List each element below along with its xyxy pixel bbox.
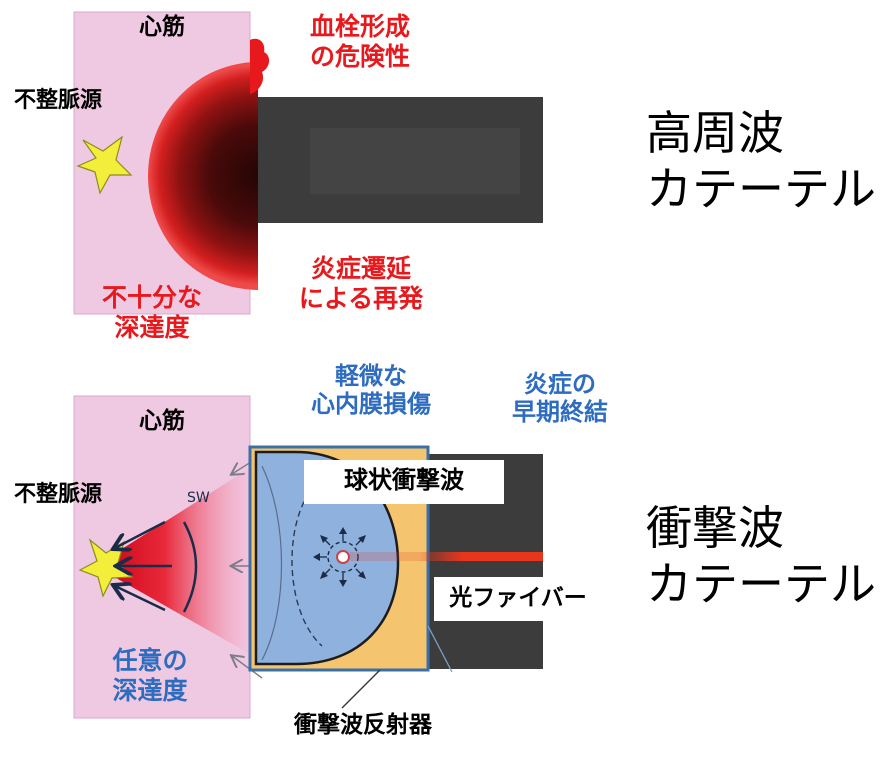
wavefront-arc — [182, 521, 198, 613]
optical-fiber — [350, 552, 543, 561]
converging-arrows — [115, 520, 172, 612]
fiber-label: 光ファイバー — [449, 585, 587, 611]
insufficient-depth-label: 不十分な 深達度 — [92, 283, 212, 342]
recurrence-label: 炎症遷延 による再発 — [286, 254, 436, 313]
early-resolution-line2: 早期終結 — [512, 398, 608, 427]
sw-label: SW — [187, 490, 210, 506]
fiber-leader-line — [427, 625, 453, 673]
thrombus-risk-line2: の危険性 — [309, 41, 410, 71]
sw-catheter-title: 衝撃波 カテーテル — [646, 500, 876, 612]
minor-damage-label: 軽微な 心内膜損傷 — [282, 362, 460, 419]
minor-damage-line1: 軽微な — [335, 362, 407, 390]
minor-damage-line2: 心内膜損傷 — [311, 390, 431, 419]
spherical-wave-label-box — [304, 460, 504, 504]
recurrence-line1: 炎症遷延 — [310, 254, 411, 283]
insufficient-depth-line2: 深達度 — [114, 312, 190, 342]
reflector-leader-line — [341, 669, 381, 709]
rf-catheter-highlight — [310, 128, 520, 194]
thrombus-blob — [250, 38, 270, 94]
sw-catheter-title-line2: カテーテル — [646, 557, 876, 612]
spherical-wave-label: 球状衝撃波 — [344, 466, 464, 494]
myocardium-label-top: 心筋 — [139, 14, 185, 40]
recurrence-line2: による再発 — [298, 283, 424, 313]
thrombus-risk-label: 血栓形成 の危険性 — [290, 12, 430, 71]
early-resolution-label: 炎症の 早期終結 — [490, 370, 630, 427]
inner-dashed-arc — [291, 477, 323, 647]
rf-catheter-title: 高周波 カテーテル — [646, 105, 876, 217]
arrhythmia-source-star-top — [76, 135, 133, 195]
thrombus-risk-line1: 血栓形成 — [309, 12, 410, 41]
rf-catheter-title-line2: カテーテル — [646, 162, 876, 217]
reflector-label: 衝撃波反射器 — [294, 712, 432, 738]
myocardium-label-bottom: 心筋 — [139, 408, 185, 434]
arbitrary-depth-label: 任意の 深達度 — [90, 646, 210, 705]
focused-shockwave-cone — [95, 468, 250, 654]
fiber-label-box — [434, 577, 602, 621]
insufficient-depth-line1: 不十分な — [101, 283, 202, 312]
sw-catheter-title-line1: 衝撃波 — [646, 501, 784, 555]
arrhythmia-source-label-top: 不整脈源 — [14, 88, 103, 113]
outer-wave-curve — [261, 465, 283, 661]
rf-catheter-title-line1: 高周波 — [646, 106, 784, 160]
arrhythmia-source-label-bottom: 不整脈源 — [14, 482, 103, 507]
thermal-lesion — [148, 62, 258, 290]
arbitrary-depth-line2: 深達度 — [112, 675, 188, 705]
early-resolution-line1: 炎症の — [524, 370, 596, 398]
arbitrary-depth-line1: 任意の — [112, 646, 188, 675]
